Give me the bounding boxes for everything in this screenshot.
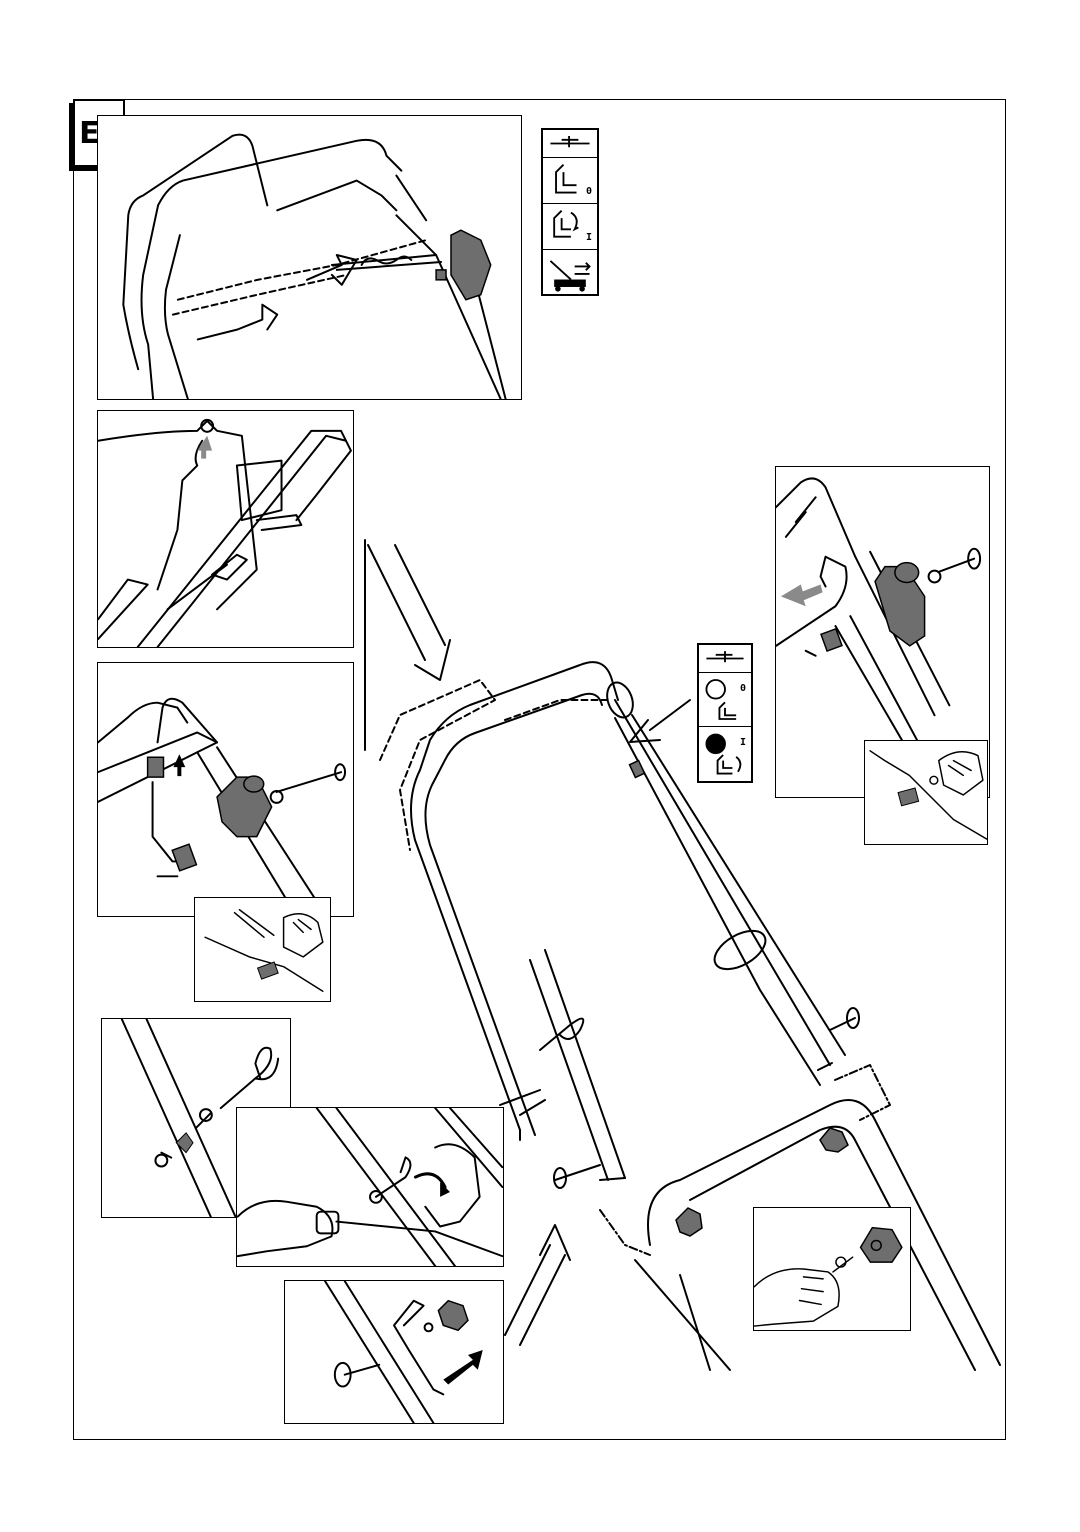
panel-tighten-eyebolt bbox=[236, 1107, 504, 1267]
control-legend-top: 0 I bbox=[541, 128, 599, 296]
panel-spring-hook bbox=[97, 410, 354, 648]
right-mount-drawing bbox=[776, 477, 982, 746]
legend-mark: I bbox=[739, 737, 746, 748]
knob-tighten-drawing bbox=[754, 1226, 903, 1327]
legend-item bbox=[699, 645, 751, 673]
engine-run-icon bbox=[705, 733, 742, 775]
legend-item bbox=[543, 130, 597, 158]
panel-bolt-insert bbox=[284, 1280, 504, 1424]
panel-cable-routing bbox=[97, 115, 522, 400]
page-frame bbox=[73, 99, 1006, 1440]
tighten-eyebolt-drawing bbox=[237, 1108, 503, 1266]
right-clip-inset-drawing bbox=[869, 750, 987, 840]
eyebolt-drawing bbox=[120, 1019, 280, 1217]
legend-mark: 0 bbox=[739, 683, 746, 694]
panel-cable-mount bbox=[97, 662, 354, 917]
control-legend-mid: 0 I bbox=[697, 643, 753, 783]
legend-item: I bbox=[543, 204, 597, 250]
stop-lever-icon bbox=[555, 164, 577, 194]
throttle-lever-icon bbox=[550, 136, 590, 148]
spring-hook-drawing bbox=[98, 418, 352, 647]
cable-clip-inset-drawing bbox=[204, 909, 324, 992]
legend-mark: I bbox=[585, 232, 592, 243]
legend-item: I bbox=[699, 727, 751, 783]
legend-item: 0 bbox=[543, 158, 597, 204]
legend-item: 0 bbox=[699, 673, 751, 727]
run-lever-icon bbox=[553, 210, 579, 238]
engine-stop-icon bbox=[705, 679, 737, 720]
panel-right-clip-inset bbox=[864, 740, 988, 845]
legend-mark: 0 bbox=[585, 186, 592, 197]
cable-routing-drawing bbox=[122, 133, 507, 399]
legend-item bbox=[543, 250, 597, 296]
cable-mount-drawing bbox=[98, 697, 347, 916]
throttle-lever-icon bbox=[706, 651, 744, 663]
panel-knob-tighten bbox=[753, 1207, 911, 1331]
drive-mower-icon bbox=[549, 260, 591, 292]
panel-cable-clip-inset bbox=[194, 897, 331, 1002]
bolt-insert-drawing bbox=[323, 1281, 483, 1423]
